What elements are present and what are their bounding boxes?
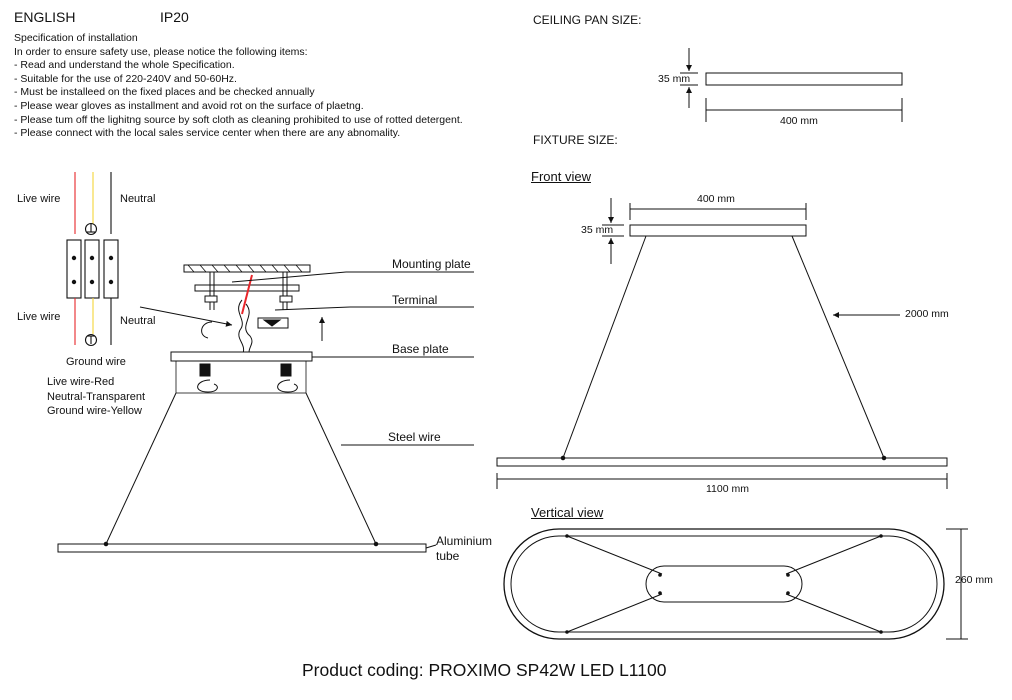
spec-item: - Must be installeed on the fixed places… — [14, 86, 315, 99]
front-canopy — [629, 224, 807, 237]
ceiling-pan-title: CEILING PAN SIZE: — [533, 13, 642, 27]
wire-length-label: 2000 mm — [905, 308, 949, 320]
mounting-plate-label: Mounting plate — [392, 257, 471, 271]
terminal-block-right — [103, 239, 119, 299]
screwdriver — [241, 274, 253, 315]
steel-wire-right — [305, 392, 377, 545]
product-coding: Product coding: PROXIMO SP42W LED L1100 — [302, 660, 667, 680]
spec-item: - Please connect with the local sales se… — [14, 127, 401, 140]
spec-intro: In order to ensure safety use, please no… — [14, 45, 308, 58]
language-label: ENGLISH — [14, 9, 76, 25]
live-wire-top-label: Live wire — [17, 193, 61, 205]
wiring-diagram — [66, 172, 119, 347]
terminal-label: Terminal — [392, 293, 438, 307]
ip-rating-label: IP20 — [160, 9, 189, 25]
mounting-assembly — [57, 264, 474, 553]
terminal-block-middle — [84, 239, 100, 299]
front-tube — [496, 457, 948, 467]
legend-neutral: Neutral-Transparent — [47, 390, 146, 403]
inner-ring — [510, 535, 938, 633]
outer-ring — [503, 528, 945, 640]
legend-live: Live wire-Red — [47, 376, 115, 388]
canopy-body — [175, 360, 307, 394]
neutral-bottom-label: Neutral — [120, 315, 156, 327]
spec-title: Specification of installation — [14, 32, 138, 44]
legend-ground: Ground wire-Yellow — [47, 405, 142, 417]
wire-color-legend: Live wire-Red Neutral-Transparent Ground… — [47, 375, 145, 419]
hook-upper — [201, 321, 213, 339]
cable — [238, 299, 245, 357]
front-wire-left — [562, 235, 647, 459]
spec-block: Specification of installation In order t… — [14, 32, 463, 141]
neutral-top-label: Neutral — [120, 193, 156, 205]
ceiling-pan-width-label: 400 mm — [780, 115, 818, 127]
front-view-drawing — [496, 198, 948, 489]
depth-label: 260 mm — [955, 574, 993, 586]
aluminium-tube — [57, 543, 427, 553]
ground-wire-label: Ground wire — [66, 356, 126, 368]
spec-item: - Please wear gloves as installment and … — [14, 99, 364, 112]
ceiling-pan-drawing — [680, 48, 903, 122]
ceiling-pan-outline — [705, 72, 903, 86]
spec-item: - Please tum off the lighitng source by … — [14, 113, 463, 126]
front-height-label: 35 mm — [581, 224, 614, 236]
steel-wire-left — [105, 392, 177, 545]
terminal-block-left — [66, 239, 82, 299]
steel-wire-label: Steel wire — [388, 430, 441, 444]
spec-item: - Suitable for the use of 220-240V and 5… — [14, 72, 237, 85]
hook-left — [197, 379, 218, 393]
aluminium-tube-label: Aluminium tube — [436, 534, 493, 563]
front-view-title: Front view — [531, 169, 591, 184]
ceiling-surface — [183, 264, 311, 273]
vertical-view-title: Vertical view — [531, 505, 604, 520]
spec-item: - Read and understand the whole Specific… — [14, 59, 235, 72]
live-wire-bottom-label: Live wire — [17, 311, 61, 323]
ceiling-pan-height-label: 35 mm — [658, 73, 691, 85]
front-wire-right — [791, 235, 885, 459]
ground-symbol-top — [84, 222, 98, 236]
canopy-top-view — [645, 565, 803, 603]
base-plate — [170, 351, 313, 362]
ground-symbol-bottom — [84, 333, 98, 347]
front-width-label: 400 mm — [697, 193, 735, 205]
vertical-view-drawing — [503, 528, 968, 640]
hook-right — [277, 379, 298, 393]
base-plate-label: Base plate — [392, 342, 449, 356]
fixture-size-title: FIXTURE SIZE: — [533, 133, 618, 147]
tube-length-label: 1100 mm — [706, 483, 749, 495]
